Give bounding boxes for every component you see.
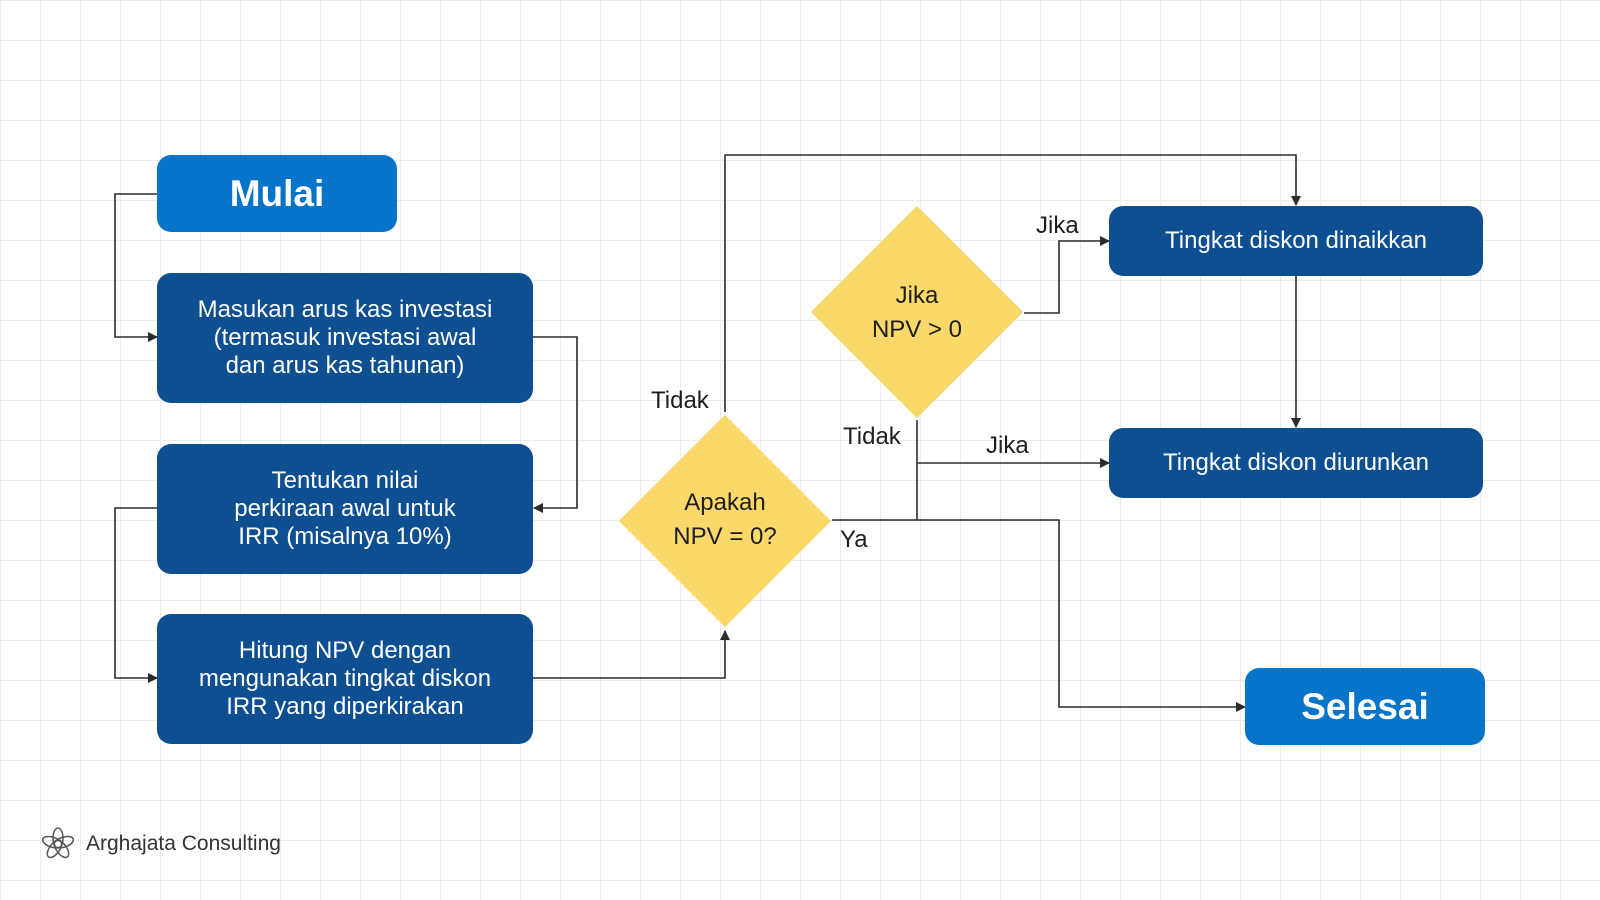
initial-irr-step: Tentukan nilai perkiraan awal untuk IRR … <box>157 444 533 574</box>
edge-label-ya: Ya <box>840 526 868 553</box>
calc-npv-label: Hitung NPV dengan mengunakan tingkat dis… <box>198 637 492 720</box>
input-cashflow-label: Masukan arus kas investasi (termasuk inv… <box>197 296 493 379</box>
decision-npv-positive-label: Jika NPV > 0 <box>871 282 963 343</box>
decision-npv-zero-label: Apakah NPV = 0? <box>673 489 777 550</box>
edge-irr-to-calc <box>114 507 158 683</box>
edge-input-to-irr <box>533 336 578 513</box>
edge-ya-to-end <box>832 519 1246 712</box>
start-label: Mulai <box>229 172 325 214</box>
start-terminal: Mulai <box>157 155 397 232</box>
rate-down-step: Tingkat diskon diurunkan <box>1109 428 1483 498</box>
edge-calc-to-decision <box>533 630 730 679</box>
brand-name: Arghajata Consulting <box>86 832 281 855</box>
rate-up-step: Tingkat diskon dinaikkan <box>1109 206 1483 276</box>
edge-label-tidak-mid: Tidak <box>843 423 901 450</box>
end-terminal: Selesai <box>1245 668 1485 745</box>
rate-up-label: Tingkat diskon dinaikkan <box>1165 227 1427 254</box>
edge-label-jika-mid: Jika <box>986 432 1029 459</box>
edge-label-jika-top: Jika <box>1036 212 1079 239</box>
edge-tidak-to-rate-up <box>724 154 1301 412</box>
input-cashflow-step: Masukan arus kas investasi (termasuk inv… <box>157 273 533 403</box>
end-label: Selesai <box>1301 685 1429 727</box>
edge-start-to-input <box>114 193 158 342</box>
edge-jika-to-rate-up <box>1024 236 1110 314</box>
lotus-logo-icon <box>41 827 75 859</box>
initial-irr-label: Tentukan nilai perkiraan awal untuk IRR … <box>234 467 456 550</box>
brand: Arghajata Consulting <box>40 826 281 862</box>
rate-down-label: Tingkat diskon diurunkan <box>1163 449 1429 476</box>
calc-npv-step: Hitung NPV dengan mengunakan tingkat dis… <box>157 614 533 744</box>
edge-label-tidak-left: Tidak <box>651 387 709 414</box>
